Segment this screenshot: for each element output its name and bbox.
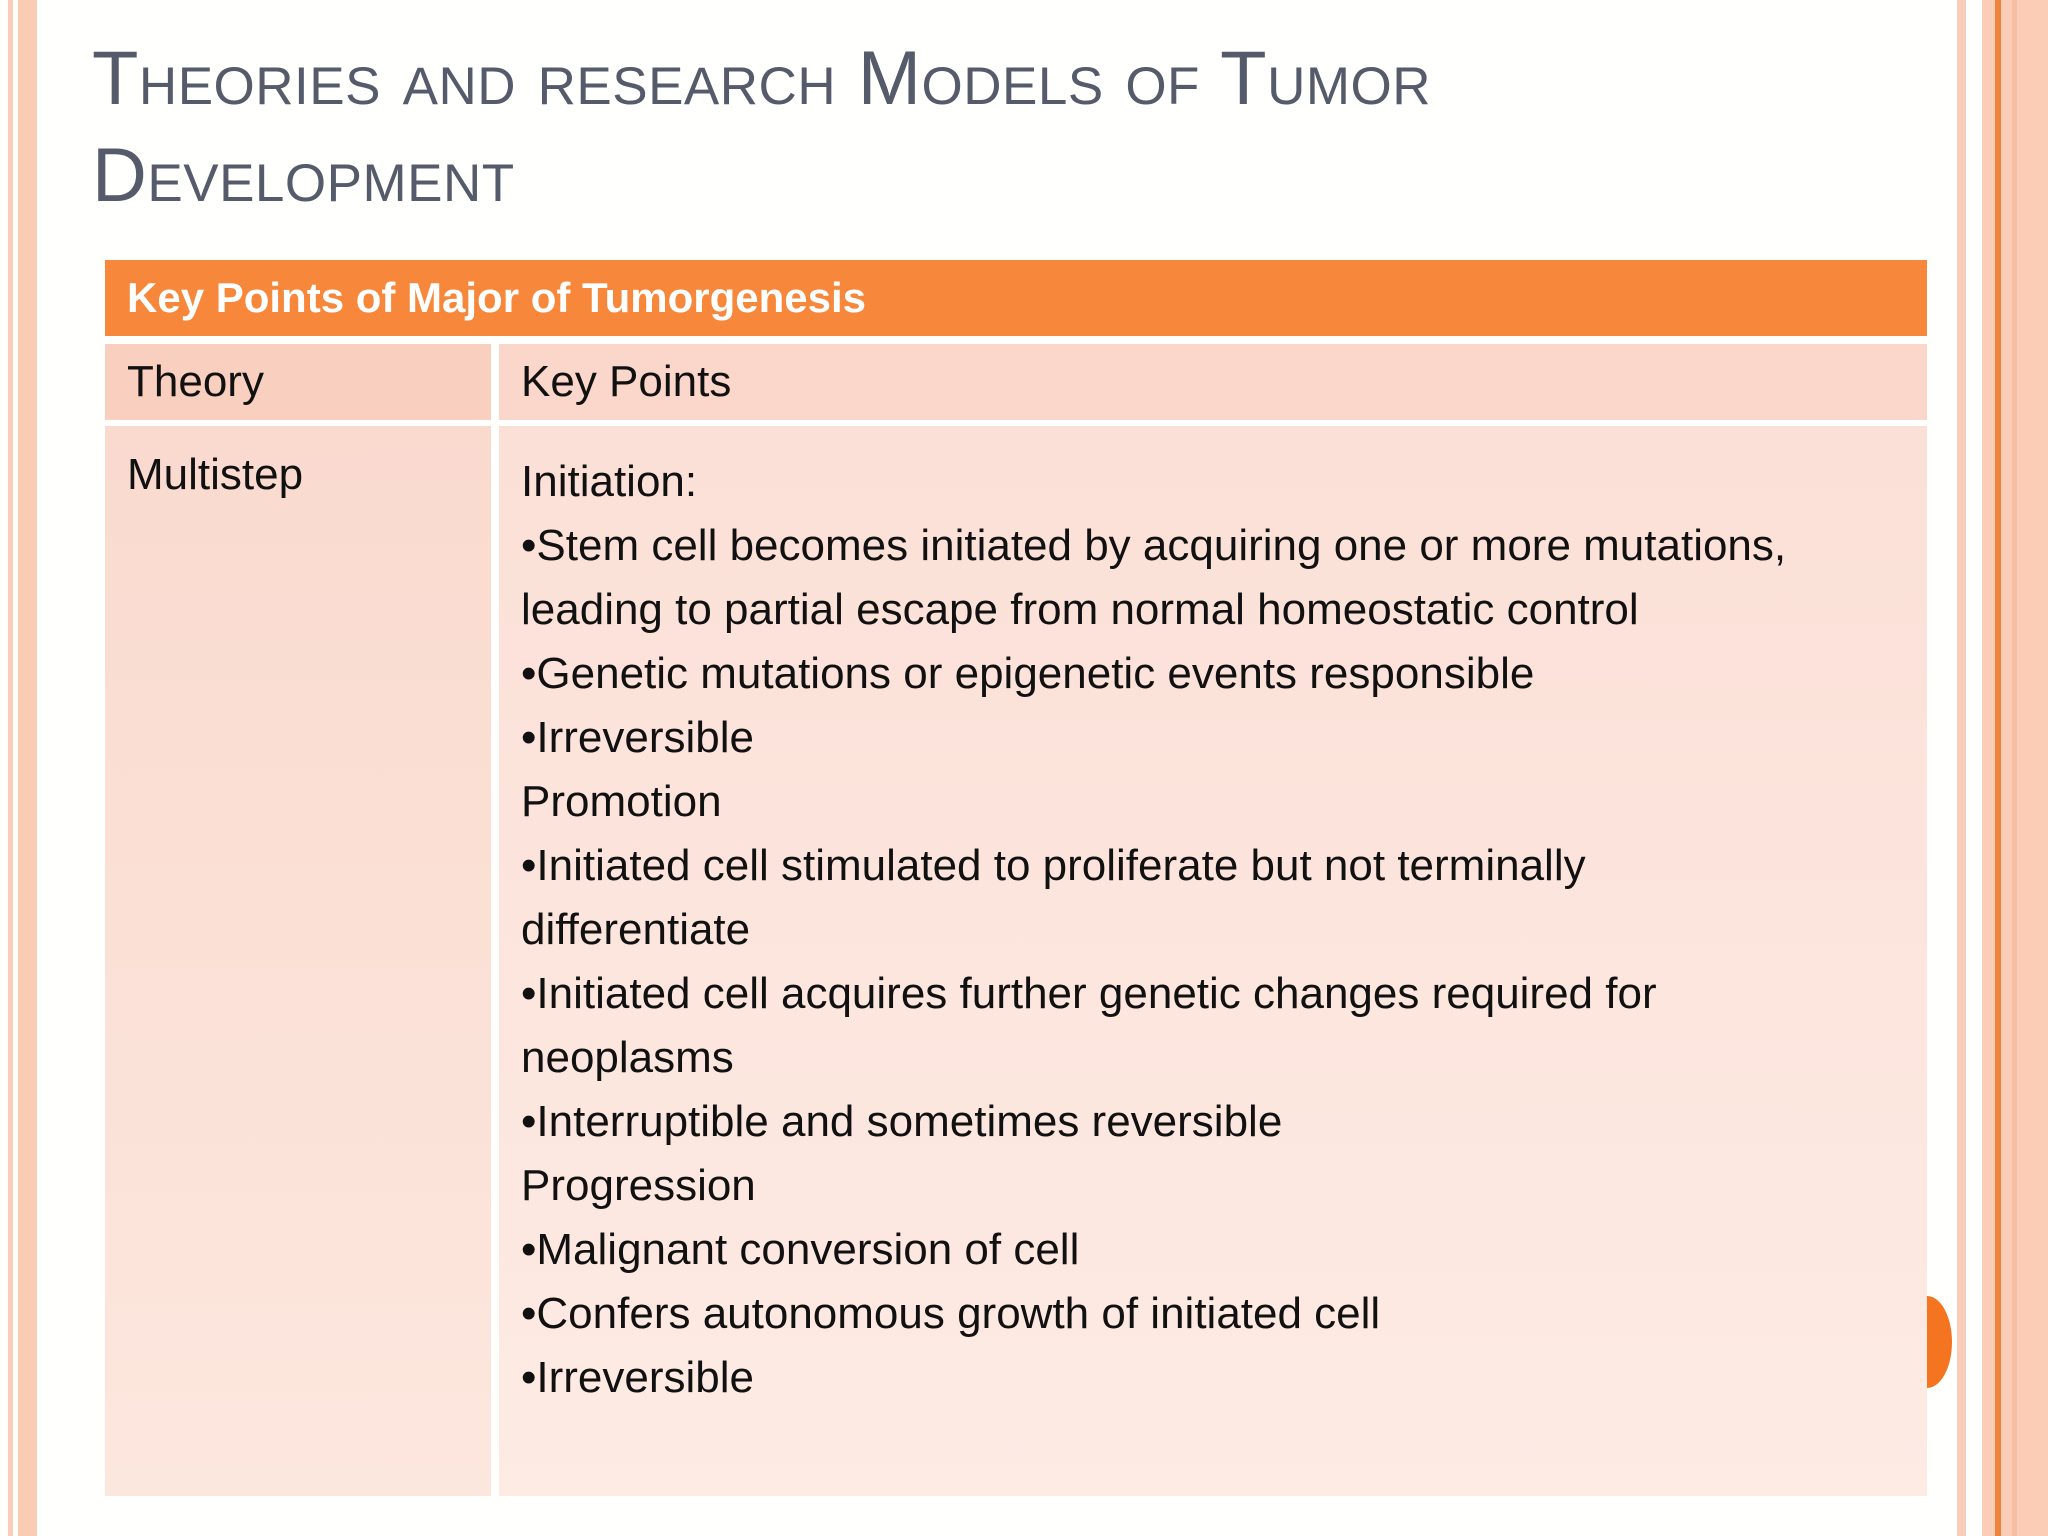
theory-cell: Multistep (105, 426, 491, 1496)
key-points-cell: Initiation: •Stem cell becomes initiated … (499, 426, 1927, 1496)
key-point-line: •Genetic mutations or epigenetic events … (521, 649, 1535, 698)
tumorgenesis-table: Key Points of Major of Tumorgenesis Theo… (105, 260, 1927, 1496)
key-point-line: Promotion (521, 777, 722, 826)
left-border-stripe-thin (8, 0, 13, 1536)
right-border-stripe-thin (1957, 0, 1966, 1536)
key-points-text: Initiation: •Stem cell becomes initiated … (521, 450, 1803, 1410)
slide-title: Theories and research Models of Tumor De… (92, 36, 1432, 218)
key-point-line: •Irreversible (521, 1353, 755, 1402)
key-point-line: •Malignant conversion of cell (521, 1225, 1080, 1274)
key-point-line: Progression (521, 1161, 756, 1210)
accent-semicircle (1927, 1296, 1952, 1388)
key-point-line: •Irreversible (521, 713, 755, 762)
key-point-line: •Initiated cell acquires further genetic… (521, 969, 1657, 1082)
key-point-line: •Stem cell becomes initiated by acquirin… (521, 521, 1787, 634)
right-border-stripe-subtle (2012, 0, 2017, 1536)
key-point-line: Initiation: (521, 457, 698, 506)
key-point-line: •Confers autonomous growth of initiated … (521, 1289, 1381, 1338)
column-header-key-points: Key Points (499, 344, 1927, 420)
left-border-stripe-thick (18, 0, 37, 1536)
key-point-line: •Initiated cell stimulated to proliferat… (521, 841, 1586, 954)
right-border-stripe-dark (1995, 0, 2001, 1536)
table-header-row: Theory Key Points (105, 344, 1927, 420)
column-header-theory: Theory (105, 344, 491, 420)
table-caption: Key Points of Major of Tumorgenesis (105, 260, 1927, 336)
key-point-line: •Interruptible and sometimes reversible (521, 1097, 1283, 1146)
table-row: Multistep Initiation: •Stem cell becomes … (105, 426, 1927, 1496)
